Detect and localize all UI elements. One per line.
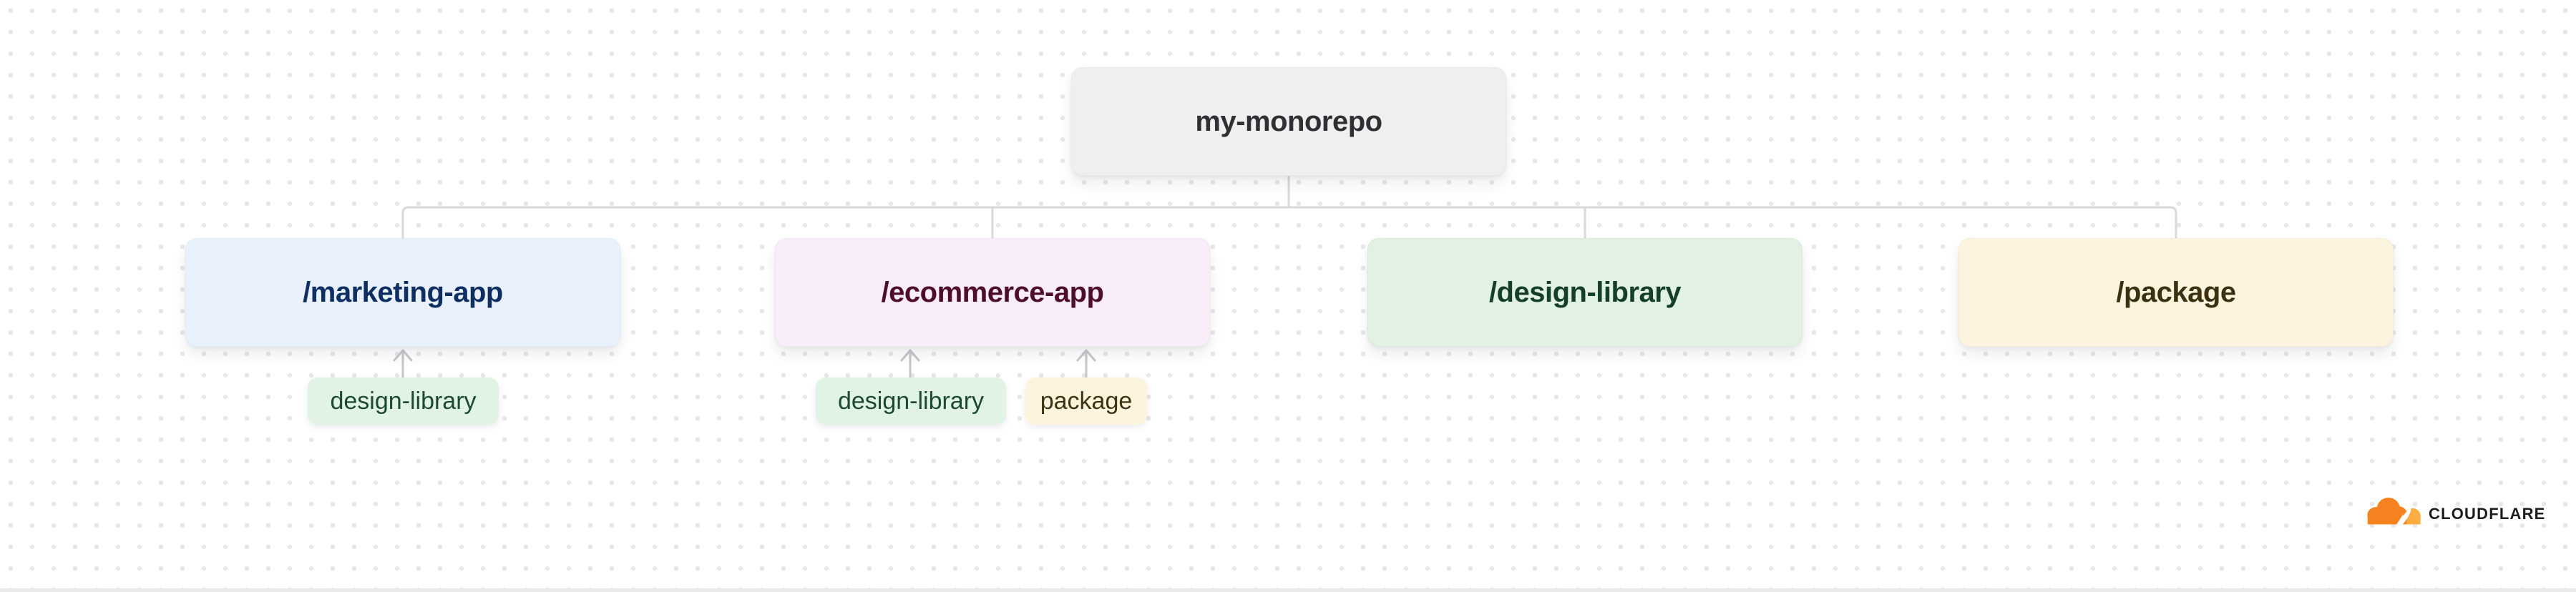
dep-arrow-ecommerce-design-library bbox=[900, 349, 920, 379]
cloudflare-logo: CLOUDFLARE bbox=[2361, 492, 2546, 529]
node-ecommerce-app: /ecommerce-app bbox=[775, 238, 1210, 347]
dep-arrow-ecommerce-package bbox=[1076, 349, 1096, 379]
dep-tag-ecommerce-design-library: design-library bbox=[816, 378, 1006, 425]
dep-arrow-marketing-design-library bbox=[393, 349, 413, 379]
node-my-monorepo: my-monorepo bbox=[1071, 67, 1506, 176]
dep-tag-ecommerce-package: package bbox=[1025, 378, 1147, 425]
dep-tag-marketing-design-library: design-library bbox=[308, 378, 499, 425]
cloudflare-cloud-icon bbox=[2367, 497, 2421, 527]
node-design-library: /design-library bbox=[1367, 238, 1802, 347]
cloudflare-wordmark: CLOUDFLARE bbox=[2429, 505, 2546, 523]
bottom-edge-bar bbox=[0, 588, 2576, 592]
node-package: /package bbox=[1958, 238, 2394, 347]
tree-trunk-line bbox=[401, 206, 2177, 238]
node-marketing-app: /marketing-app bbox=[185, 238, 620, 347]
